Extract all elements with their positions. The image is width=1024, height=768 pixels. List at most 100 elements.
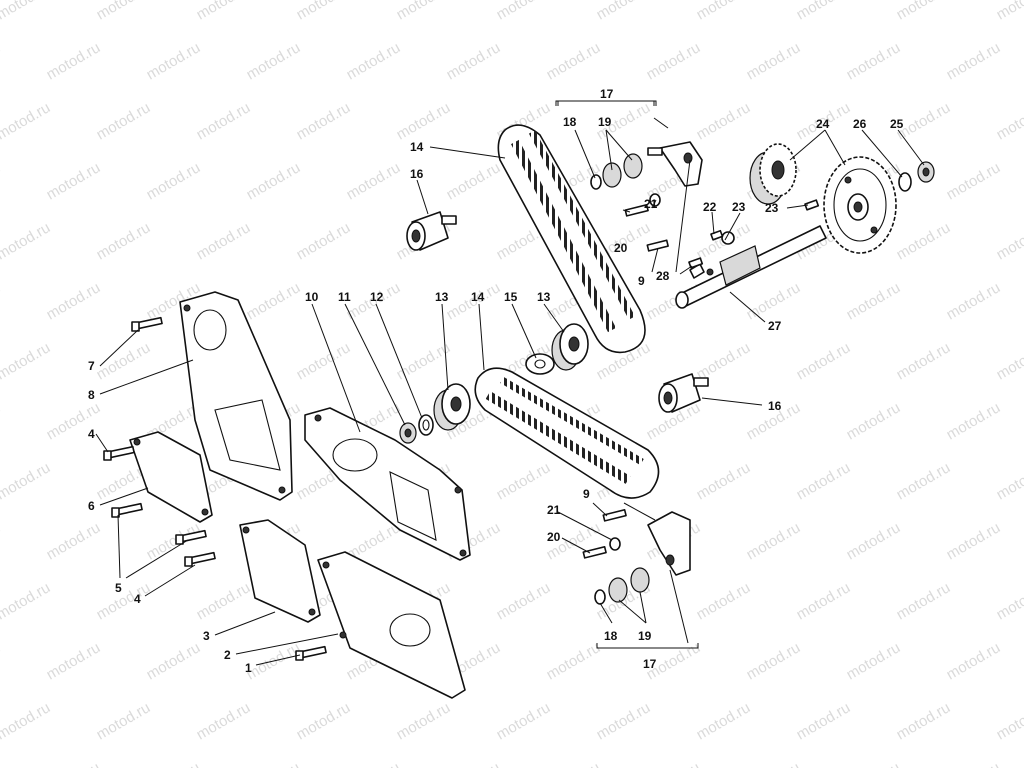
watermark-text: motod.ru [94,0,154,23]
watermark-text: motod.ru [444,39,504,83]
callout-1: 1 [245,661,252,675]
watermark-text: motod.ru [544,759,604,768]
watermark-text: motod.ru [894,459,954,503]
watermark-text: motod.ru [944,639,1004,683]
watermark-text: motod.ru [994,99,1024,143]
watermark-text: motod.ru [194,0,254,23]
callout-13-left: 13 [435,290,449,304]
watermark-text: motod.ru [794,459,854,503]
watermark-text: motod.ru [94,219,154,263]
watermark-text: motod.ru [744,759,804,768]
callout-22: 22 [703,200,717,214]
watermark-text: motod.ru [494,699,554,743]
tensioner-group-lower [582,508,691,605]
watermark-text: motod.ru [0,279,3,323]
lower-timing-belt [474,367,660,499]
pulley-13-lower [433,383,471,431]
watermark-text: motod.ru [944,39,1004,83]
watermark-text: motod.ru [244,159,304,203]
small-lower-cover [129,431,213,523]
watermark-text: motod.ru [244,759,304,768]
callout-16-upper: 16 [410,167,424,181]
watermark-text: motod.ru [994,579,1024,623]
watermark-text: motod.ru [344,159,404,203]
watermark-text: motod.ru [294,339,354,383]
key-23 [804,199,820,211]
watermark-text: motod.ru [844,639,904,683]
watermark-text: motod.ru [0,339,53,383]
watermark-text: motod.ru [244,39,304,83]
watermark-text: motod.ru [744,519,804,563]
watermark-text: motod.ru [694,339,754,383]
watermark-text: motod.ru [94,99,154,143]
watermark-text: motod.ru [44,39,104,83]
watermark-text: motod.ru [794,699,854,743]
bolt-7 [131,316,163,332]
callout-14-upper: 14 [410,140,424,154]
bolt-4-upper [103,445,135,461]
watermark-text: motod.ru [194,99,254,143]
watermark-text: motod.ru [844,39,904,83]
outer-front-cover [317,551,466,699]
watermark-text: motod.ru [0,39,3,83]
callout-11: 11 [338,290,351,304]
watermark-text: motod.ru [44,759,104,768]
watermark-text: motod.ru [194,219,254,263]
watermark-text: motod.ru [44,639,104,683]
watermark-text: motod.ru [0,519,3,563]
watermark-text: motod.ru [644,39,704,83]
watermark-text: motod.ru [844,519,904,563]
spacer-16-lower [658,373,709,413]
watermark-text: motod.ru [944,399,1004,443]
watermark-text: motod.ru [0,399,3,443]
watermark-text: motod.ru [0,639,3,683]
watermark-text: motod.ru [944,279,1004,323]
nut-11 [399,422,417,444]
watermark-text: motod.ru [444,759,504,768]
watermark-text: motod.ru [294,699,354,743]
watermark-text: motod.ru [344,759,404,768]
bolt-20-lower [582,545,607,559]
bolts-left [103,316,327,661]
callout-19-upper: 19 [598,115,612,129]
watermark-text: motod.ru [494,579,554,623]
watermark-text: motod.ru [894,699,954,743]
bolt-1 [295,645,327,661]
watermark-text: motod.ru [644,759,704,768]
watermark-text: motod.ru [894,339,954,383]
watermark-text: motod.ru [0,699,53,743]
watermark-text: motod.ru [994,459,1024,503]
watermark-text: motod.ru [844,399,904,443]
watermark-text: motod.ru [694,0,754,23]
watermark-text: motod.ru [0,159,3,203]
callout-3: 3 [203,629,210,643]
watermark-text: motod.ru [494,459,554,503]
bolt-5 [111,502,143,518]
callout-12: 12 [370,290,384,304]
watermark-text: motod.ru [944,519,1004,563]
large-gear [823,156,897,254]
small-gear [749,143,797,205]
camshaft [675,225,827,309]
watermark-text: motod.ru [494,0,554,23]
watermark-text: motod.ru [594,699,654,743]
spacer-16-upper [406,211,457,251]
watermark-text: motod.ru [894,0,954,23]
watermark-text: motod.ru [394,99,454,143]
washer-12 [418,414,434,436]
watermark-text: motod.ru [394,0,454,23]
watermark-text: motod.ru [794,339,854,383]
callout-7: 7 [88,359,95,373]
callout-13-right: 13 [537,290,551,304]
callout-20-lower: 20 [547,530,561,544]
watermark-text: motod.ru [194,579,254,623]
callout-9-upper: 9 [638,274,645,288]
inner-plate [239,519,321,623]
watermark-text: motod.ru [194,699,254,743]
washer-26 [898,172,912,192]
callout-2: 2 [224,648,231,662]
callout-26: 26 [853,117,867,131]
nut-25 [917,161,935,183]
watermark-text: motod.ru [44,279,104,323]
washer-15 [525,353,555,375]
